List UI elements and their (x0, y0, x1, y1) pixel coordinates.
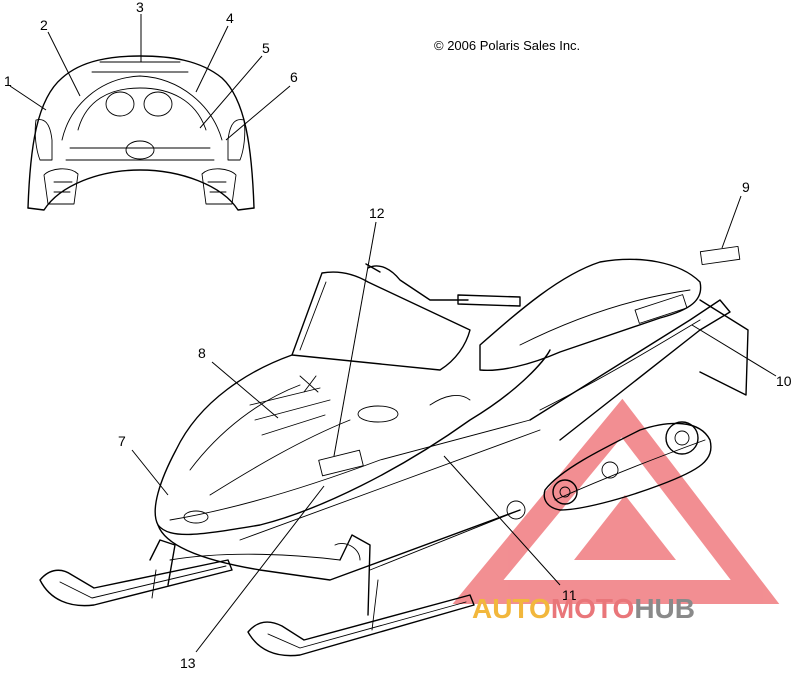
watermark-hub: HUB (634, 593, 695, 624)
callout-1: 1 (4, 73, 12, 89)
watermark-auto: AUTO (472, 593, 551, 624)
callout-9: 9 (742, 179, 750, 195)
dash-panel-inset (27, 55, 255, 211)
watermark-moto: MOTO (551, 593, 634, 624)
callout-6: 6 (290, 69, 298, 85)
callout-7: 7 (118, 433, 126, 449)
callout-11: 11 (562, 587, 577, 603)
callout-12: 12 (369, 205, 385, 221)
copyright-notice: © 2006 Polaris Sales Inc. (434, 38, 580, 53)
snowmobile-illustration (39, 245, 749, 657)
callout-8: 8 (198, 345, 206, 361)
callout-2: 2 (40, 17, 48, 33)
callout-3: 3 (136, 0, 144, 15)
callout-labels: 1 2 3 4 5 6 7 8 9 10 11 12 13 (4, 0, 792, 671)
callout-10: 10 (776, 373, 792, 389)
watermark-text: AUTOMOTOHUB (472, 593, 695, 624)
callout-5: 5 (262, 40, 270, 56)
warning-triangle-logo-icon (452, 398, 780, 604)
leader-lines (9, 14, 777, 653)
callout-13: 13 (180, 655, 196, 671)
callout-4: 4 (226, 10, 234, 26)
